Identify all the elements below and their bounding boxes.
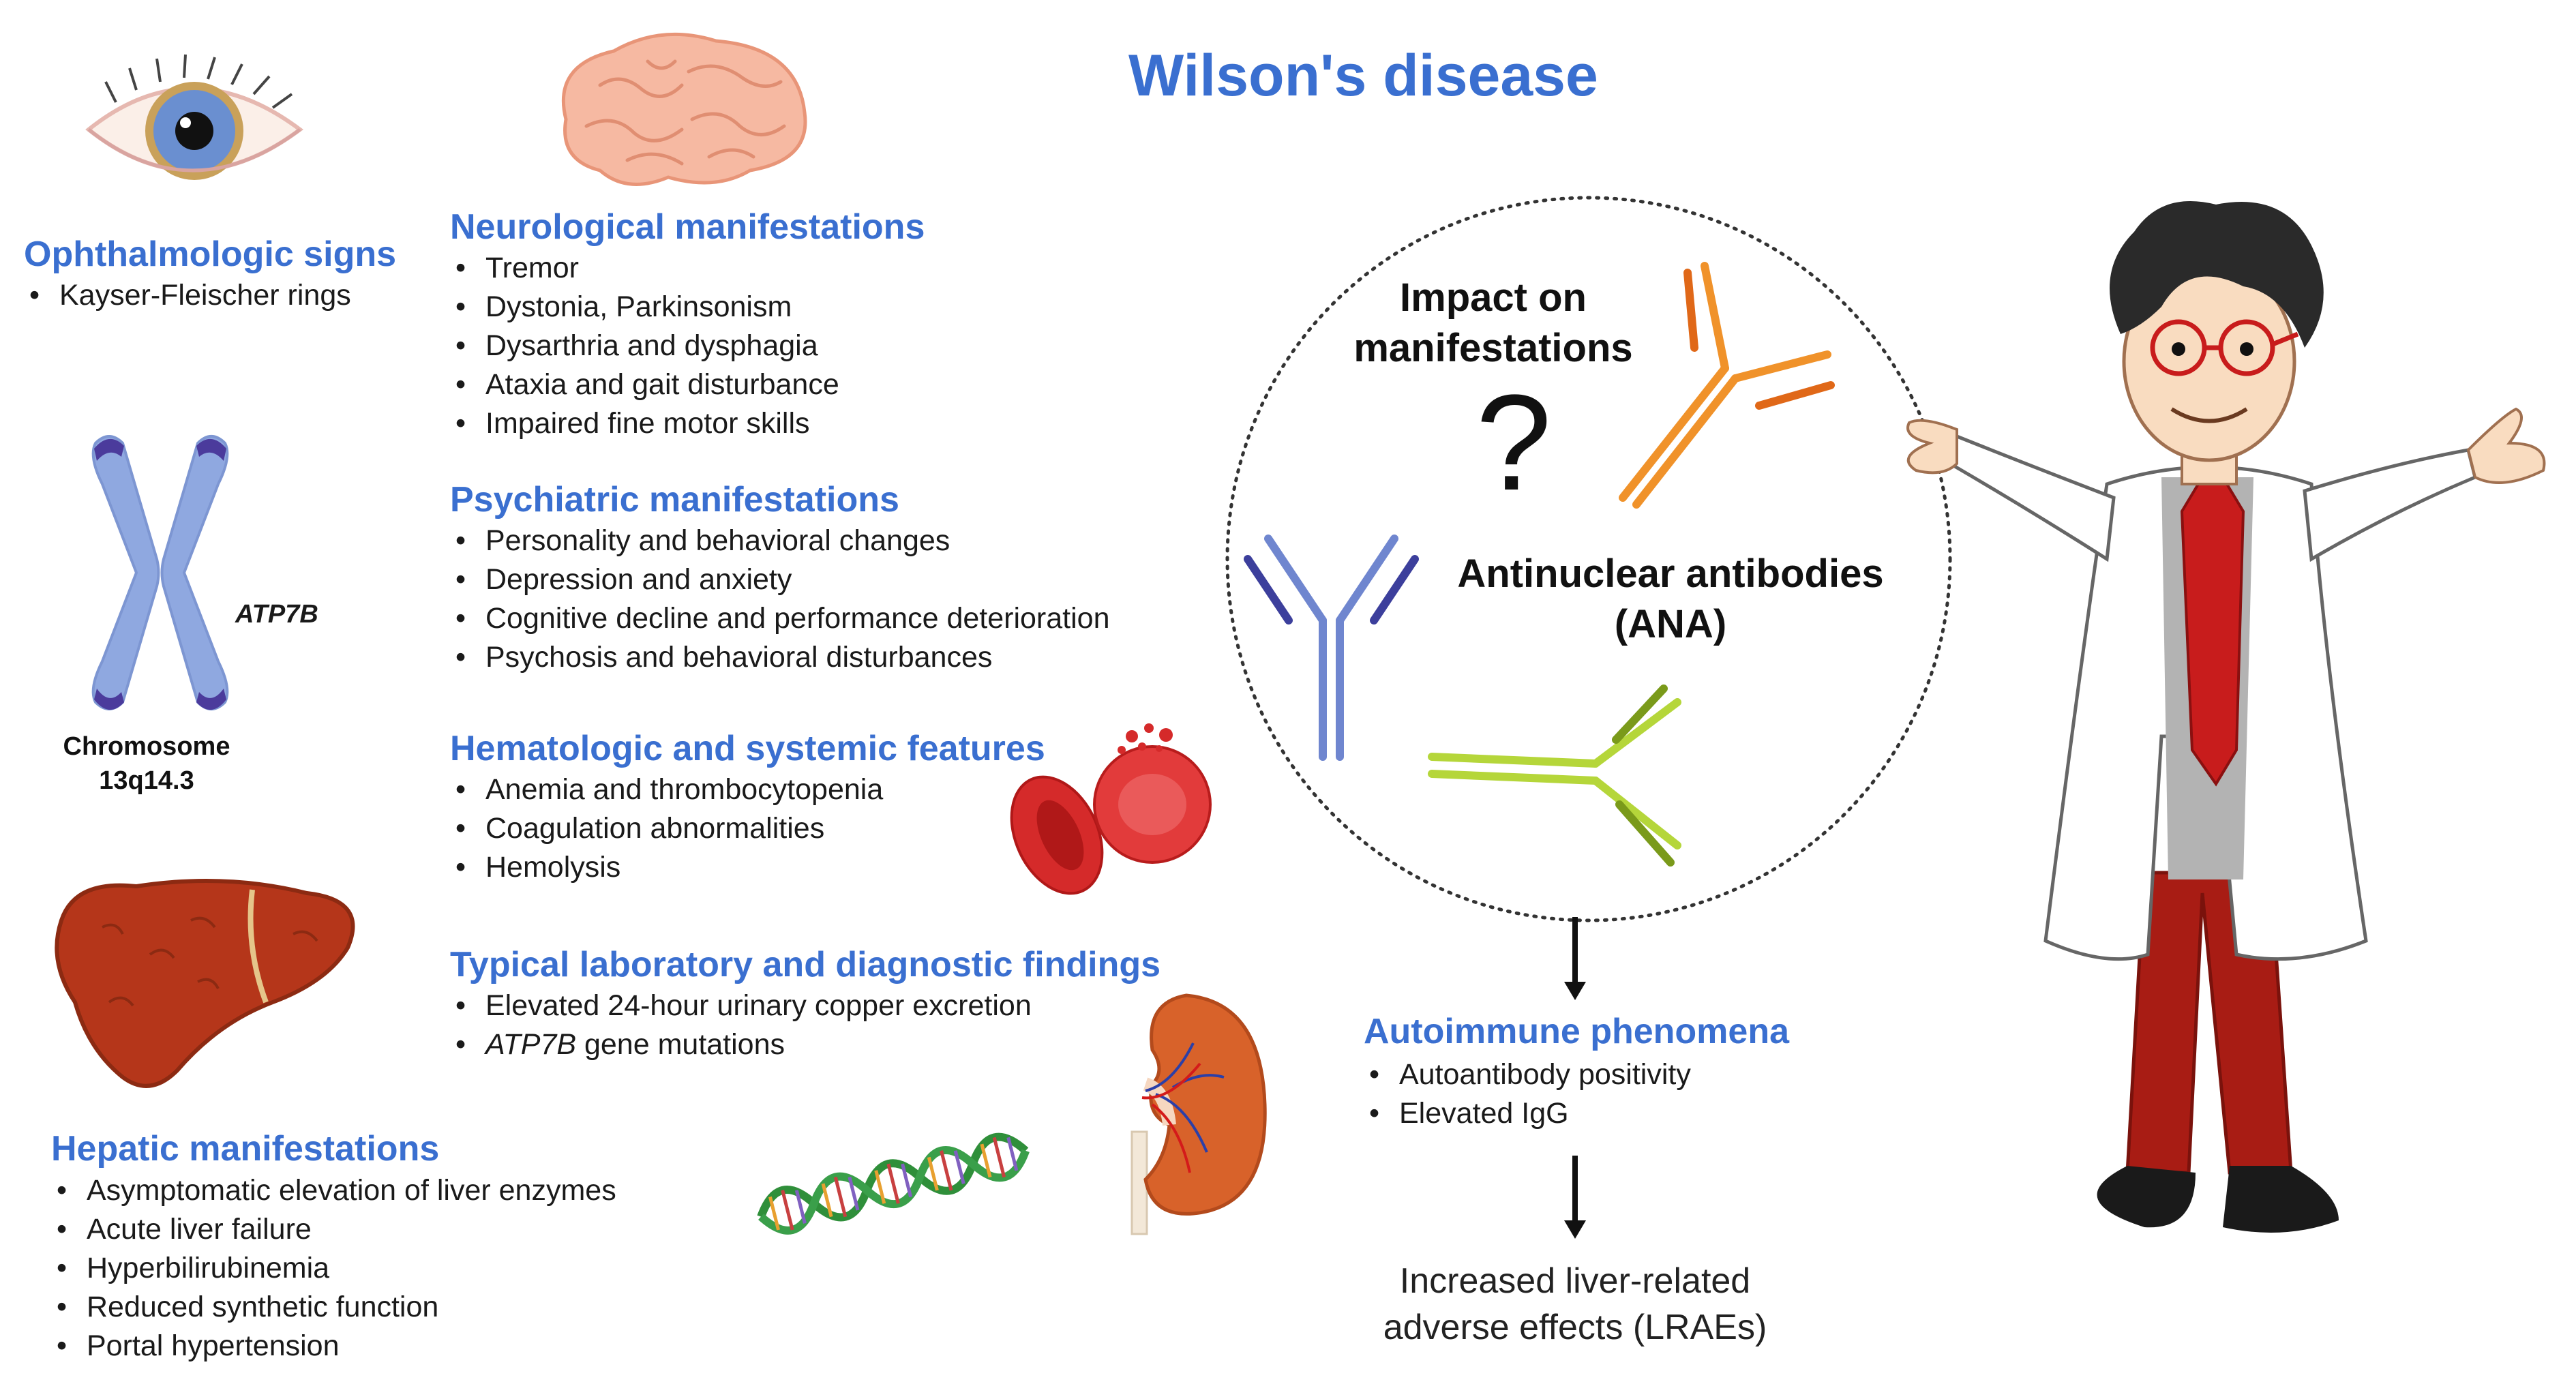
ana-circle [1225, 196, 1952, 922]
list-item: Asymptomatic elevation of liver enzymes [51, 1171, 616, 1210]
arrow-down-icon [1564, 917, 1586, 1000]
kidney-icon [1130, 993, 1267, 1235]
impact-line1: Impact on [1400, 275, 1587, 320]
list-item: Depression and anxiety [450, 560, 1110, 599]
list-item: Psychosis and behavioral disturbances [450, 638, 1110, 677]
ophthalmologic-list: Kayser-Fleischer rings [24, 276, 351, 315]
brain-icon [561, 32, 807, 186]
list-item: Elevated IgG [1364, 1094, 1691, 1133]
arrow-down-icon [1564, 1156, 1586, 1239]
gene-mutation-text: gene mutations [576, 1028, 785, 1061]
outcome-line2: adverse effects (LRAEs) [1383, 1308, 1767, 1347]
list-item: Autoantibody positivity [1364, 1055, 1691, 1094]
list-item: Anemia and thrombocytopenia [450, 770, 883, 809]
list-item: Reduced synthetic function [51, 1288, 616, 1327]
eye-icon [85, 54, 304, 180]
psychiatric-list: Personality and behavioral changes Depre… [450, 522, 1110, 677]
hepatic-list: Asymptomatic elevation of liver enzymes … [51, 1171, 616, 1366]
hematologic-heading: Hematologic and systemic features [450, 729, 1045, 768]
autoimmune-list: Autoantibody positivity Elevated IgG [1364, 1055, 1691, 1133]
list-item: Coagulation abnormalities [450, 809, 883, 848]
outcome-line1: Increased liver-related [1399, 1261, 1751, 1301]
chromosome-label: Chromosome 13q14.3 [48, 729, 245, 798]
chromosome-gene-label: ATP7B [235, 600, 318, 629]
ophthalmologic-heading: Ophthalmologic signs [24, 235, 397, 274]
antibody-blue-icon [1244, 535, 1419, 761]
doctor-character-icon [1906, 201, 2546, 1233]
neurological-heading: Neurological manifestations [450, 207, 925, 247]
chromosome-label-line2: 13q14.3 [99, 766, 194, 795]
laboratory-heading: Typical laboratory and diagnostic findin… [450, 945, 1161, 984]
chromosome-icon [91, 435, 229, 710]
ana-line1: Antinuclear antibodies [1457, 552, 1884, 596]
neurological-list: Tremor Dystonia, Parkinsonism Dysarthria… [450, 249, 839, 443]
list-item: Cognitive decline and performance deteri… [450, 599, 1110, 638]
list-item: Dysarthria and dysphagia [450, 327, 839, 365]
gene-name: ATP7B [485, 1028, 577, 1061]
ana-line2: (ANA) [1614, 602, 1727, 646]
hepatic-heading: Hepatic manifestations [51, 1129, 440, 1169]
list-item: Ataxia and gait disturbance [450, 365, 839, 404]
list-item: ATP7B gene mutations [450, 1025, 1032, 1064]
antibody-orange-icon [1619, 262, 1835, 509]
ana-label: Antinuclear antibodies (ANA) [1418, 549, 1923, 650]
list-item: Personality and behavioral changes [450, 522, 1110, 560]
dna-icon [757, 1132, 1030, 1235]
impact-label: Impact on manifestations [1296, 273, 1691, 374]
list-item: Portal hypertension [51, 1327, 616, 1366]
list-item: Tremor [450, 249, 839, 288]
list-item: Impaired fine motor skills [450, 404, 839, 443]
list-item: Acute liver failure [51, 1210, 616, 1249]
liver-icon [55, 879, 355, 1088]
page-title: Wilson's disease [1128, 43, 1598, 108]
list-item: Kayser-Fleischer rings [24, 276, 351, 315]
chromosome-label-line1: Chromosome [63, 732, 230, 761]
hematologic-list: Anemia and thrombocytopenia Coagulation … [450, 770, 883, 887]
impact-line2: manifestations [1353, 326, 1633, 370]
list-item: Hyperbilirubinemia [51, 1249, 616, 1288]
blood-cells-icon [1010, 723, 1212, 895]
list-item: Hemolysis [450, 848, 883, 887]
outcome-label: Increased liver-related adverse effects … [1316, 1258, 1834, 1351]
list-item: Dystonia, Parkinsonism [450, 288, 839, 327]
autoimmune-heading: Autoimmune phenomena [1364, 1012, 1790, 1051]
list-item: Elevated 24-hour urinary copper excretio… [450, 987, 1032, 1025]
psychiatric-heading: Psychiatric manifestations [450, 480, 899, 520]
antibody-green-icon [1428, 685, 1681, 867]
laboratory-list: Elevated 24-hour urinary copper excretio… [450, 987, 1032, 1064]
question-mark: ? [1476, 367, 1552, 519]
